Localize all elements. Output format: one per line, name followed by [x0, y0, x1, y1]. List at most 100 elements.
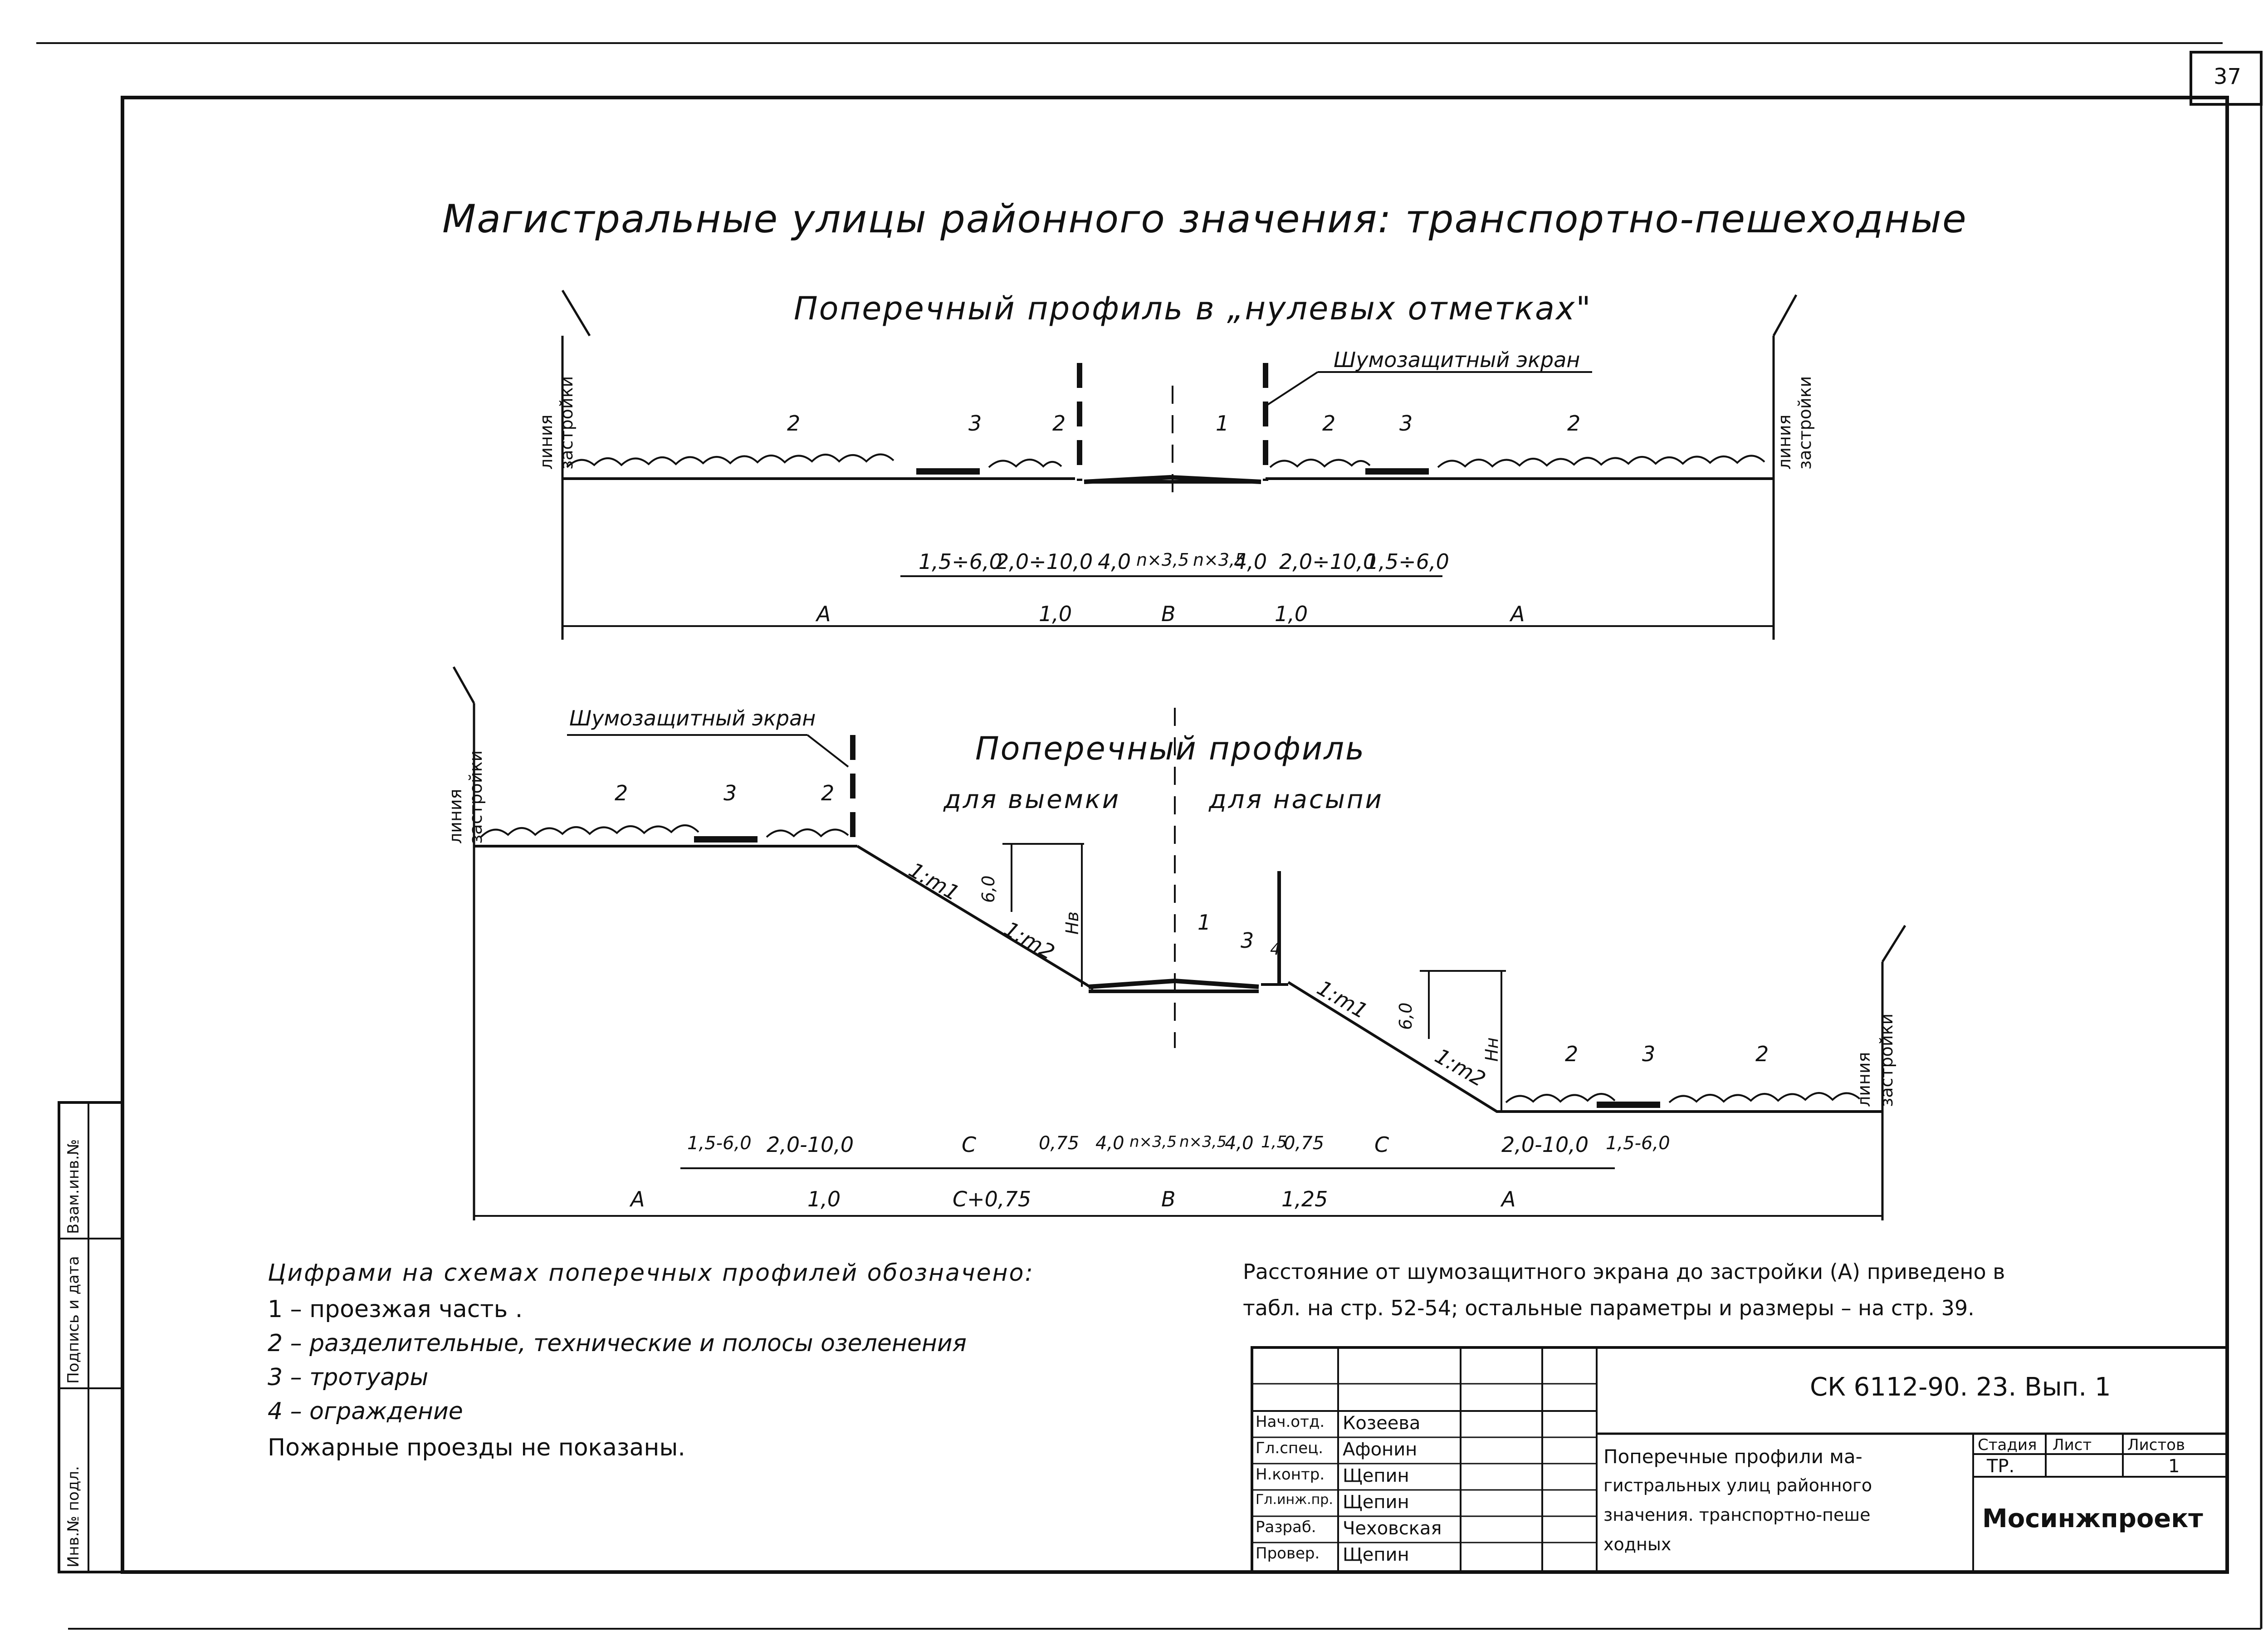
- role-1: Нач.отд.: [1256, 1413, 1325, 1431]
- profile-1-dim-2: 2,0÷10,0: [996, 549, 1093, 574]
- profile-2-dim-1-left: 1,0: [807, 1187, 841, 1211]
- profile-2-num-m2: 3: [1241, 928, 1254, 953]
- name-6: Щепин: [1343, 1544, 1409, 1565]
- profile-2-title: Поперечный профиль: [975, 730, 1366, 767]
- profile-2-num-l2: 3: [723, 781, 737, 805]
- legend-item-4: 4 – ограждение: [268, 1398, 463, 1425]
- description-line-4: ходных: [1603, 1534, 1672, 1554]
- legend-item-3: 3 – тротуары: [268, 1364, 429, 1391]
- profile-1-dim-b: B: [1161, 602, 1176, 626]
- profile-1-dim-7: 2,0÷10,0: [1279, 549, 1377, 574]
- profile-2-edge-right-2: застройки: [1877, 1013, 1897, 1107]
- profile-1-dim-6: 4,0: [1234, 549, 1267, 574]
- profile-2-dim-4: 0,75: [1039, 1133, 1080, 1154]
- role-2: Гл.спец.: [1256, 1439, 1324, 1457]
- profile-2-dim-11: C: [1374, 1132, 1389, 1157]
- height-label-hn: Hн: [1482, 1037, 1502, 1062]
- title-block-frame: [1251, 1346, 2229, 1573]
- profile-2-dim-a-right: A: [1501, 1187, 1516, 1211]
- side-stamp-signature: Подпись и дата: [64, 1256, 83, 1384]
- profile-1-dim-8: 1,5÷6,0: [1365, 549, 1449, 574]
- role-3: Н.контр.: [1256, 1465, 1325, 1484]
- profile-1-dim-1-left: 1,0: [1039, 602, 1072, 626]
- profile-2-num-m3: 4: [1270, 940, 1281, 959]
- profile-1-dim-4: n×3,5: [1136, 550, 1189, 570]
- profile-2-caption-fill: для насыпи: [1209, 785, 1383, 814]
- profile-2-dim-3: C: [962, 1132, 977, 1157]
- profile-2-dim-7: n×3,5: [1179, 1133, 1227, 1151]
- profile-1-screen-label: Шумозащитный экран: [1334, 348, 1580, 372]
- height-label-cut-6: 6,0: [978, 875, 998, 903]
- profile-1-dim-1: 1,5÷6,0: [919, 549, 1002, 574]
- profile-1-edge-right-1: линия: [1774, 414, 1794, 470]
- profile-2-num-r2: 3: [1642, 1042, 1656, 1066]
- sheets-value: 1: [2168, 1456, 2180, 1477]
- name-5: Чеховская: [1343, 1518, 1442, 1539]
- profile-2-dim-8: 4,0: [1225, 1133, 1254, 1154]
- profile-1-num-1: 2: [787, 411, 801, 436]
- profile-2-edge-right-1: линия: [1854, 1052, 1874, 1107]
- profile-2-caption-cut: для выемки: [943, 785, 1121, 814]
- profile-2-dim-c75: C+0,75: [953, 1187, 1031, 1211]
- profile-2-num-l1: 2: [615, 781, 628, 805]
- drawing-frame: [121, 96, 2229, 1574]
- profile-2-graphics: [452, 666, 1906, 1220]
- description-line-3: значения. транспортно-пеше: [1603, 1505, 1871, 1525]
- role-5: Разраб.: [1256, 1518, 1316, 1536]
- profile-1-num-2: 3: [968, 411, 982, 436]
- role-6: Провер.: [1256, 1544, 1320, 1563]
- name-3: Щепин: [1343, 1465, 1409, 1486]
- profile-1-dim-5: n×3,5: [1193, 550, 1246, 570]
- sheets-label: Листов: [2127, 1436, 2185, 1454]
- description-line-1: Поперечные профили ма-: [1603, 1445, 1862, 1468]
- role-4: Гл.инж.пр.: [1256, 1492, 1333, 1508]
- name-4: Щепин: [1343, 1492, 1409, 1513]
- height-label-hv: Hв: [1062, 911, 1082, 935]
- profile-1-num-7: 2: [1567, 411, 1581, 436]
- legend-footer: Пожарные проезды не показаны.: [268, 1434, 685, 1461]
- stage-value: ТР.: [1987, 1456, 2015, 1477]
- sheet-number-box: [2190, 51, 2263, 106]
- name-1: Козеева: [1343, 1413, 1421, 1434]
- profile-2-num-l3: 2: [821, 781, 835, 805]
- sheet-number: 37: [2214, 64, 2242, 89]
- page-title: Магистральные улицы районного значения: …: [442, 196, 1967, 242]
- profile-1-dim-a-left: A: [816, 602, 831, 626]
- height-label-fill-6: 6,0: [1396, 1002, 1416, 1030]
- side-stamp-replace: Взам.инв.№: [64, 1139, 83, 1234]
- profile-2-dim-9: 1,5: [1261, 1133, 1287, 1151]
- organization-name: Мосинжпроект: [1982, 1504, 2203, 1533]
- profile-1-num-4: 1: [1216, 411, 1229, 436]
- profile-1-dim-a-right: A: [1510, 602, 1525, 626]
- profile-2-dim-1: 1,5-6,0: [687, 1133, 752, 1154]
- title-block-code: СК 6112-90. 23. Вып. 1: [1810, 1372, 2111, 1402]
- profile-2-screen-label: Шумозащитный экран: [569, 706, 816, 730]
- profile-1-num-6: 3: [1399, 411, 1413, 436]
- profile-2-num-m1: 1: [1198, 910, 1211, 935]
- profile-1-title: Поперечный профиль в „нулевых отметках": [794, 290, 1592, 327]
- name-2: Афонин: [1343, 1439, 1418, 1460]
- profile-1-num-3: 2: [1052, 411, 1066, 436]
- legend-heading: Цифрами на схемах поперечных профилей об…: [268, 1259, 1034, 1287]
- note-line-2: табл. на стр. 52-54; остальные параметры…: [1243, 1296, 1975, 1320]
- note-line-1: Расстояние от шумозащитного экрана до за…: [1243, 1259, 2005, 1284]
- stage-label: Стадия: [1978, 1436, 2037, 1454]
- profile-2-num-r1: 2: [1565, 1042, 1579, 1066]
- profile-1-num-5: 2: [1322, 411, 1336, 436]
- profile-2-dim-5: 4,0: [1095, 1133, 1124, 1154]
- legend-item-1: 1 – проезжая часть .: [268, 1296, 523, 1323]
- profile-2-edge-left-2: застройки: [466, 750, 486, 844]
- profile-2-num-r3: 2: [1755, 1042, 1769, 1066]
- profile-2-dim-6: n×3,5: [1129, 1133, 1177, 1151]
- profile-1-edge-left-1: линия: [536, 414, 556, 470]
- profile-1-dim-3: 4,0: [1098, 549, 1131, 574]
- description-line-2: гистральных улиц районного: [1603, 1475, 1872, 1495]
- legend-item-2: 2 – разделительные, технические и полосы…: [268, 1330, 967, 1357]
- side-stamp-frame: [58, 1101, 124, 1573]
- profile-2-dim-2: 2,0-10,0: [767, 1132, 854, 1157]
- profile-2-dim-13: 1,5-6,0: [1606, 1133, 1670, 1154]
- profile-2-edge-left-1: линия: [445, 789, 465, 844]
- side-stamp-inv: Инв.№ подл.: [64, 1466, 83, 1568]
